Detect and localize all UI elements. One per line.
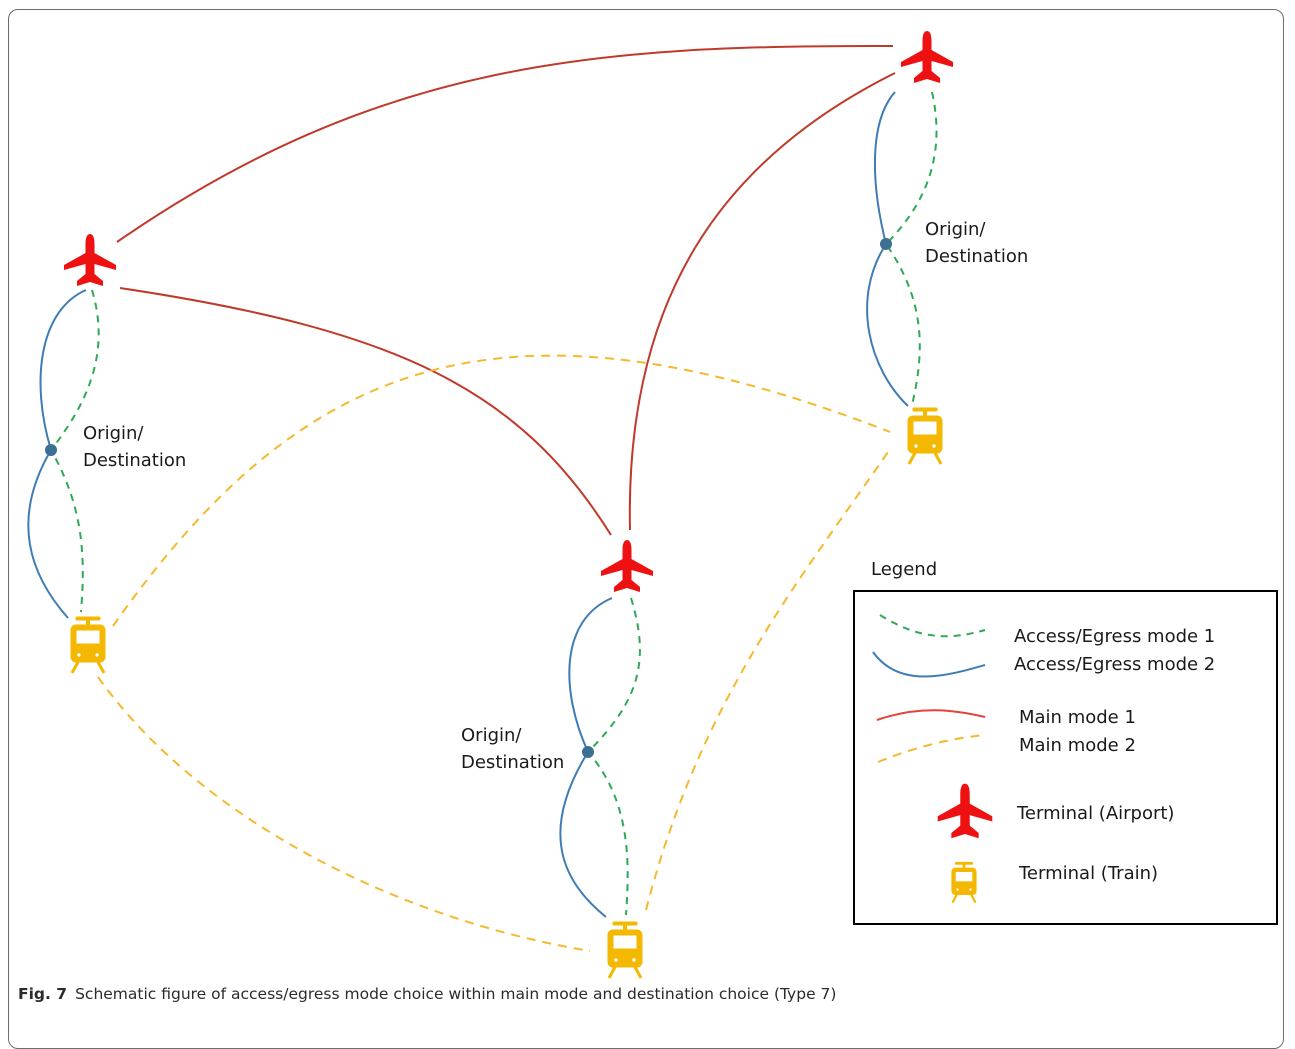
figure-caption: Fig. 7 Schematic figure of access/egress … bbox=[18, 985, 836, 1003]
train-icon bbox=[606, 920, 644, 980]
airplane-icon bbox=[901, 31, 953, 83]
airport-terminals bbox=[64, 31, 953, 592]
legend-label-main-2: Main mode 2 bbox=[1019, 735, 1136, 756]
legend-line-access-2 bbox=[872, 651, 986, 678]
origin-node-b bbox=[880, 238, 892, 250]
origin-label-line1: Origin/ bbox=[461, 725, 522, 746]
legend-box bbox=[853, 590, 1278, 925]
train-icon bbox=[906, 406, 944, 466]
legend-line-main-2 bbox=[877, 734, 986, 763]
legend-line-access-1 bbox=[879, 614, 986, 638]
legend-label-access-1: Access/Egress mode 1 bbox=[1014, 626, 1216, 647]
origin-label-b: Origin/ Destination bbox=[925, 216, 1028, 270]
legend-label-airport: Terminal (Airport) bbox=[1017, 803, 1175, 824]
legend-label-train: Terminal (Train) bbox=[1019, 863, 1159, 884]
legend-symbols bbox=[872, 614, 993, 904]
rail-route-a-b bbox=[97, 676, 591, 952]
airplane-icon bbox=[601, 540, 653, 592]
origin-label-line2: Destination bbox=[461, 752, 565, 773]
origin-label-line1: Origin/ bbox=[83, 423, 144, 444]
schematic-diagram bbox=[27, 31, 993, 980]
airplane-icon bbox=[64, 234, 116, 286]
air-route-a-b bbox=[119, 287, 612, 536]
origin-label-line1: Origin/ bbox=[925, 219, 986, 240]
rail-route-a-c bbox=[112, 354, 891, 627]
legend-label-main-1: Main mode 1 bbox=[1019, 707, 1136, 728]
rail-route-b-c bbox=[645, 451, 889, 911]
origin-nodes bbox=[45, 238, 892, 758]
air-route-b-c bbox=[628, 72, 896, 531]
origin-node-c bbox=[582, 746, 594, 758]
origin-node-a bbox=[45, 444, 57, 456]
figure-number: Fig. 7 bbox=[18, 985, 68, 1003]
air-route-a-c bbox=[116, 44, 894, 243]
train-terminals bbox=[69, 406, 944, 980]
access-mode-1-links bbox=[49, 91, 938, 916]
origin-label-a: Origin/ Destination bbox=[83, 420, 186, 474]
legend-label-access-2: Access/Egress mode 2 bbox=[1014, 654, 1216, 675]
legend-title: Legend bbox=[871, 559, 938, 580]
origin-label-c: Origin/ Destination bbox=[461, 722, 564, 776]
origin-label-line2: Destination bbox=[925, 246, 1029, 267]
main-mode-1-routes bbox=[116, 44, 896, 536]
train-icon bbox=[69, 615, 107, 675]
access-mode-2-links bbox=[27, 91, 909, 918]
main-mode-2-routes bbox=[97, 354, 891, 952]
caption-text: Schematic figure of access/egress mode c… bbox=[75, 985, 837, 1003]
legend-line-main-1 bbox=[876, 709, 986, 721]
origin-label-line2: Destination bbox=[83, 450, 187, 471]
